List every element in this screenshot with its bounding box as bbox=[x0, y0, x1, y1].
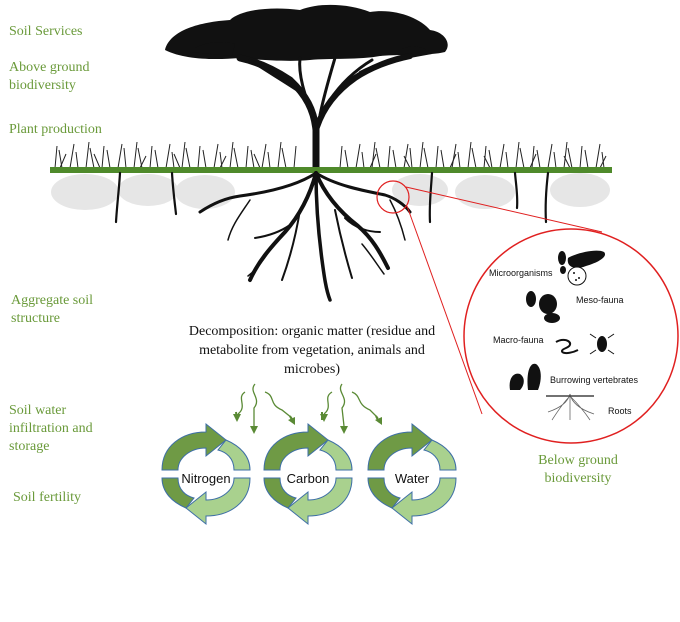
decomposition-arrowheads bbox=[233, 414, 382, 434]
label-above-ground-biodiversity: Above ground biodiversity bbox=[9, 60, 90, 93]
cycle-carbon: Carbon bbox=[263, 422, 353, 526]
cycle-label-nitrogen: Nitrogen bbox=[181, 471, 230, 486]
label-soil-fertility: Soil fertility bbox=[13, 490, 82, 505]
decomposition-arrows bbox=[235, 383, 380, 427]
tree-trunk bbox=[236, 53, 413, 172]
cycle-label-water: Water bbox=[395, 471, 430, 486]
biodiversity-inset: Microorganisms Meso-fauna Macro-fauna Bu… bbox=[463, 228, 679, 444]
zoom-line-top bbox=[405, 186, 603, 233]
label-soil-water-infiltration: Soil water infiltration and storage bbox=[9, 403, 93, 454]
roots-icon bbox=[546, 393, 595, 421]
label-plant-production: Plant production bbox=[9, 122, 102, 137]
tree-canopy bbox=[165, 4, 448, 61]
grass-roots bbox=[114, 171, 550, 224]
inset-label-meso-fauna: Meso-fauna bbox=[576, 295, 624, 305]
ground-line bbox=[50, 167, 612, 173]
macro-fauna-icon bbox=[555, 333, 615, 355]
microorganisms-icon bbox=[558, 250, 606, 286]
tree-roots bbox=[198, 171, 412, 302]
zoom-source-circle bbox=[376, 180, 410, 214]
label-aggregate-soil-structure: Aggregate soil structure bbox=[11, 293, 94, 326]
label-soil-services: Soil Services bbox=[9, 24, 83, 39]
label-below-ground-biodiversity: Below ground biodiversity bbox=[538, 453, 618, 486]
inset-label-burrowing-vertebrates: Burrowing vertebrates bbox=[550, 375, 639, 385]
inset-label-microorganisms: Microorganisms bbox=[489, 268, 553, 278]
burrowing-vertebrates-icon bbox=[509, 363, 541, 390]
cycle-water: Water bbox=[367, 422, 457, 526]
decomposition-caption: Decomposition: organic matter (residue a… bbox=[188, 324, 436, 377]
inset-label-macro-fauna: Macro-fauna bbox=[493, 335, 544, 345]
inset-label-roots: Roots bbox=[608, 406, 632, 416]
cycle-label-carbon: Carbon bbox=[287, 471, 330, 486]
root-shadows bbox=[51, 173, 610, 210]
zoom-line-bottom bbox=[406, 205, 483, 415]
cycle-nitrogen: Nitrogen bbox=[161, 422, 251, 526]
meso-fauna-icon bbox=[526, 291, 560, 323]
grass bbox=[54, 141, 607, 169]
